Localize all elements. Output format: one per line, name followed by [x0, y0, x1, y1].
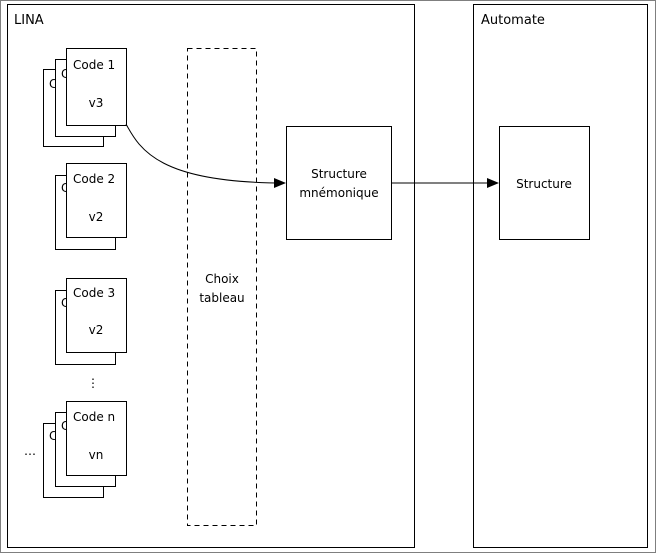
code-n-version: vn [89, 448, 104, 462]
automate-container: Automate [473, 4, 648, 548]
code-1-name: Code 1 [73, 58, 115, 72]
code-n-page-middle-peek: C [61, 419, 69, 433]
automate-title: Automate [481, 13, 545, 28]
code-3-stack: C Code 3 v2 [55, 278, 127, 365]
code-1-page-middle-peek: C [61, 67, 69, 81]
code-2-name: Code 2 [73, 172, 115, 186]
code-2-page-back-peek: C [61, 181, 69, 195]
choix-label-line1: Choix [205, 272, 239, 286]
arrow-code1-to-structure-mnemonique [125, 123, 286, 188]
choix-tableau-box: Choix tableau [187, 48, 257, 526]
code-1-page-front [66, 48, 127, 126]
choix-tableau-frame [187, 48, 257, 526]
structure-frame [499, 126, 590, 240]
code-3-page-back-peek: C [61, 296, 69, 310]
code-2-page-front [66, 163, 127, 238]
code-n-page-front [66, 401, 127, 476]
code-2-version: v2 [89, 210, 104, 224]
structure-box: Structure [499, 126, 590, 240]
structure-mnemonique-frame [286, 126, 392, 240]
structure-mnemonique-line2: mnémonique [299, 186, 378, 200]
structure-mnemonique-line1: Structure [311, 167, 367, 181]
code-1-stack: C C Code 1 v3 [43, 48, 127, 147]
code-3-page-front [66, 278, 127, 353]
left-ellipsis: … [24, 444, 36, 458]
code-1-page-back-peek: C [49, 77, 57, 91]
code-3-name: Code 3 [73, 286, 115, 300]
code-2-stack: C Code 2 v2 [55, 163, 127, 250]
vertical-ellipsis: ⋮ [87, 376, 99, 390]
automate-frame [473, 4, 648, 548]
structure-mnemonique-box: Structure mnémonique [286, 126, 392, 240]
code-n-page-back-peek: C [49, 429, 57, 443]
code-n-name: Code n [73, 410, 115, 424]
code-n-stack: C C Code n vn [43, 401, 127, 498]
code-1-version: v3 [89, 96, 104, 110]
lina-title: LINA [14, 13, 44, 28]
structure-label: Structure [516, 177, 572, 191]
choix-label-line2: tableau [199, 291, 244, 305]
code-3-version: v2 [89, 323, 104, 337]
